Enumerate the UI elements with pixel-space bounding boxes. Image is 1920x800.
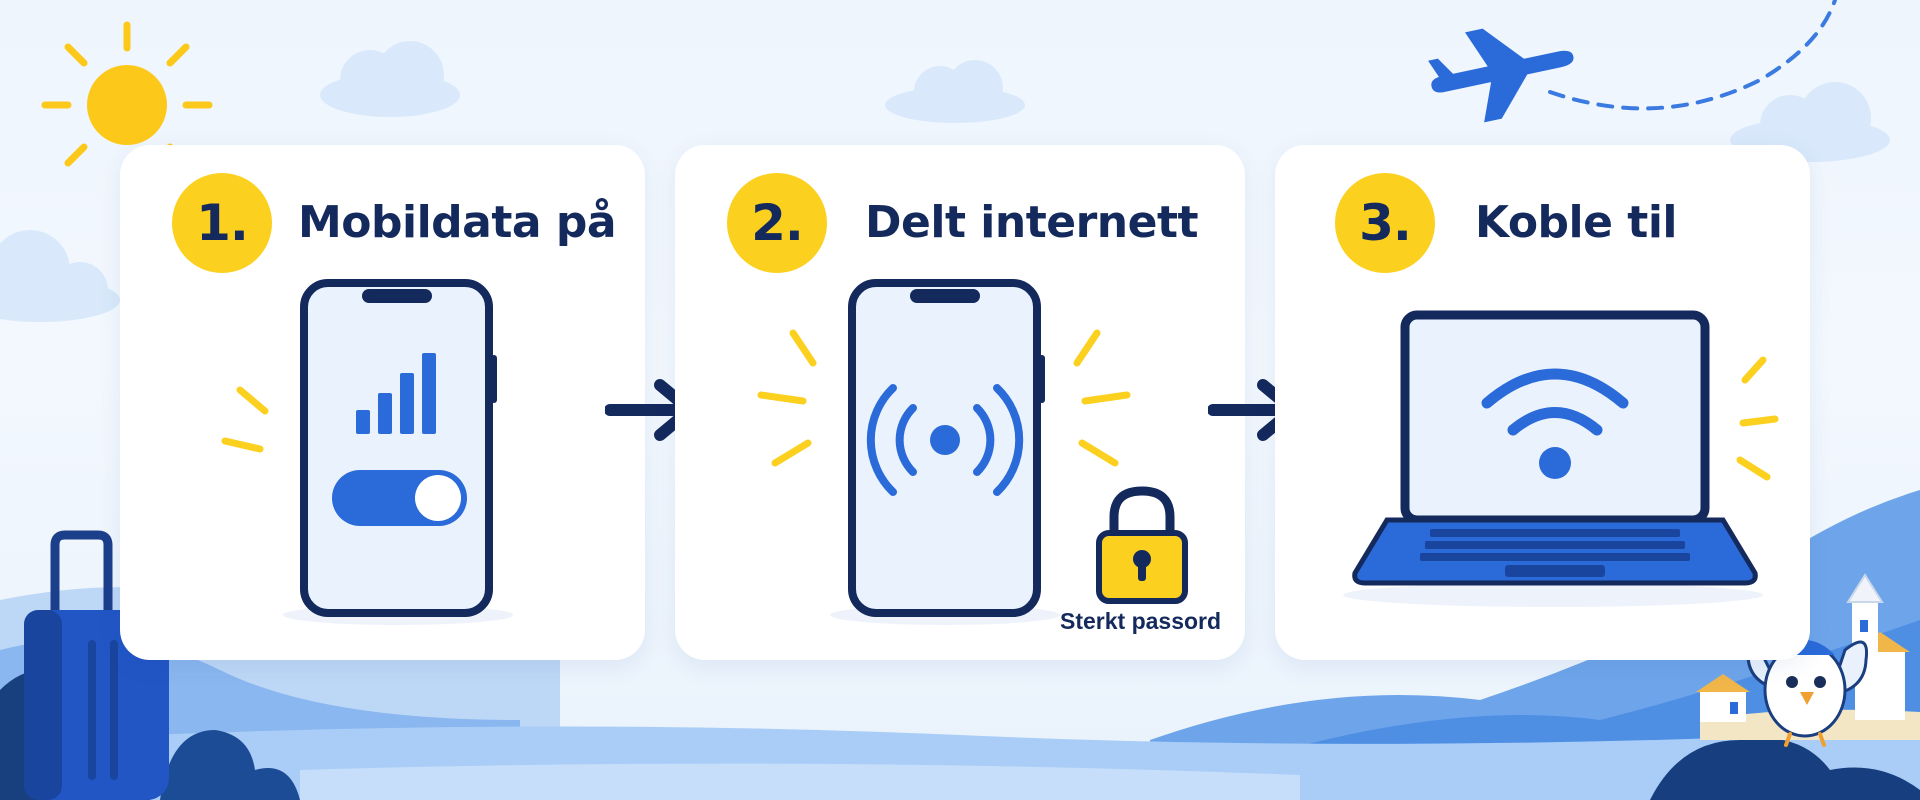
step-number-badge: 1. [172,173,272,273]
step-number-badge: 3. [1335,173,1435,273]
highlight-rays [1736,356,1779,481]
highlight-rays [221,386,269,453]
padlock-icon [1096,486,1188,604]
step-3-illustration [1343,310,1779,607]
step-1-illustration [221,279,513,625]
suitcase-icon [24,530,169,800]
step-card-mobile-data: 1. Mobildata på [120,145,645,660]
strong-password-caption: Sterkt passord [1060,608,1222,634]
cloud-icon [1730,82,1890,162]
highlight-rays [757,329,1131,467]
step-2-illustration [757,279,1188,625]
wifi-icon [1481,368,1629,479]
smartphone-icon [283,279,513,625]
cloud-icon [320,41,460,117]
step-card-connect: 3. Koble til [1275,145,1810,660]
cloud-icon [885,60,1025,123]
signal-bars-icon [356,353,436,434]
toggle-switch-icon [332,470,467,526]
airplane-icon [1428,28,1574,123]
cloud-icon [0,230,120,322]
bird-mascot-icon [1742,630,1869,747]
step-title: Koble til [1475,197,1678,248]
step-card-hotspot: 2. Delt internett [675,145,1245,660]
step-title: Delt internett [865,197,1199,248]
hotspot-icon [866,384,1024,496]
sun-icon [41,21,213,189]
step-number-badge: 2. [727,173,827,273]
step-title: Mobildata på [298,197,617,248]
